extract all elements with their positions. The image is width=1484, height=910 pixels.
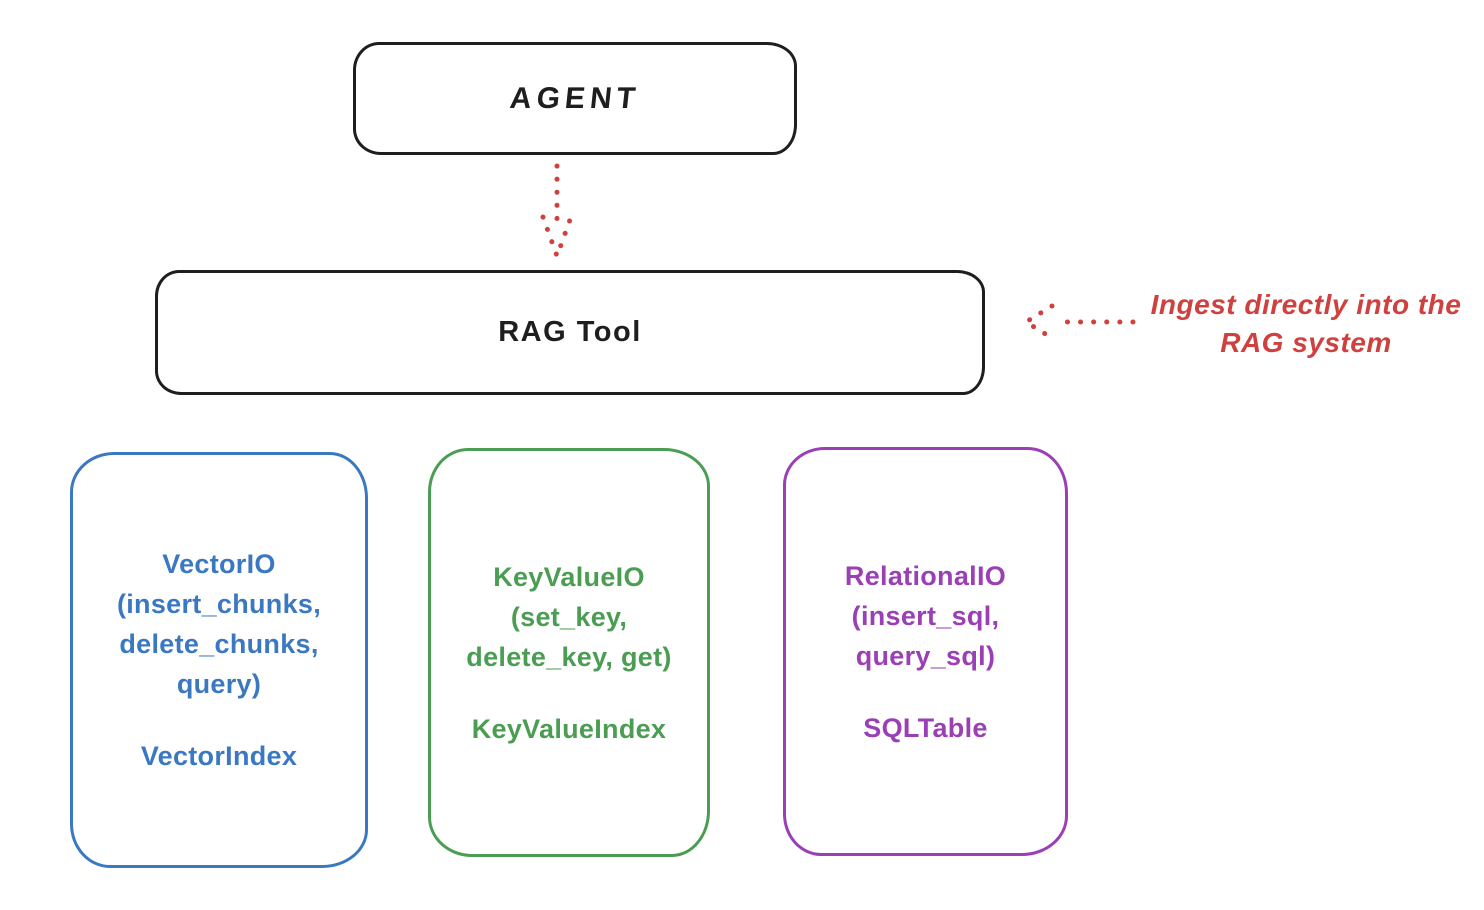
keyvalue-io-line1: KeyValueIO <box>493 561 645 592</box>
relational-io-line1: RelationalIO <box>844 560 1007 591</box>
sql-table-label: SQLTable <box>863 712 988 743</box>
ingest-arrow-icon <box>1023 303 1136 341</box>
rag-tool-label: RAG Tool <box>498 316 642 348</box>
agent-label: AGENT <box>508 81 642 115</box>
vector-io-title: VectorIO (insert_chunks, delete_chunks, … <box>117 544 321 704</box>
relational-io-box: RelationalIO (insert_sql, query_sql) SQL… <box>783 447 1068 856</box>
vector-io-line4: query) <box>176 669 262 699</box>
relational-io-title: RelationalIO (insert_sql, query_sql) <box>845 556 1006 676</box>
rag-tool-box: RAG Tool <box>155 270 985 395</box>
keyvalue-io-line3: delete_key, get) <box>466 641 672 672</box>
agent-to-rag-arrow-icon <box>540 163 574 259</box>
ingest-annotation-line1: Ingest directly into <box>1150 289 1410 320</box>
keyvalue-io-box: KeyValueIO (set_key, delete_key, get) Ke… <box>428 448 710 857</box>
keyvalue-index-label: KeyValueIndex <box>471 713 667 744</box>
ingest-annotation: Ingest directly into the RAG system <box>1138 286 1474 362</box>
relational-io-line3: query_sql) <box>855 640 996 671</box>
vector-io-line3: delete_chunks, <box>119 629 319 659</box>
ingest-annotation-line2: the RAG system <box>1220 289 1462 358</box>
relational-io-line2: (insert_sql, <box>851 600 1000 631</box>
vector-io-line1: VectorIO <box>162 549 276 579</box>
keyvalue-io-line2: (set_key, <box>510 601 628 632</box>
agent-box: AGENT <box>353 42 797 155</box>
vector-io-box: VectorIO (insert_chunks, delete_chunks, … <box>70 452 368 868</box>
vector-io-line2: (insert_chunks, <box>116 589 322 619</box>
vector-index-label: VectorIndex <box>140 741 298 771</box>
keyvalue-io-title: KeyValueIO (set_key, delete_key, get) <box>466 557 671 677</box>
